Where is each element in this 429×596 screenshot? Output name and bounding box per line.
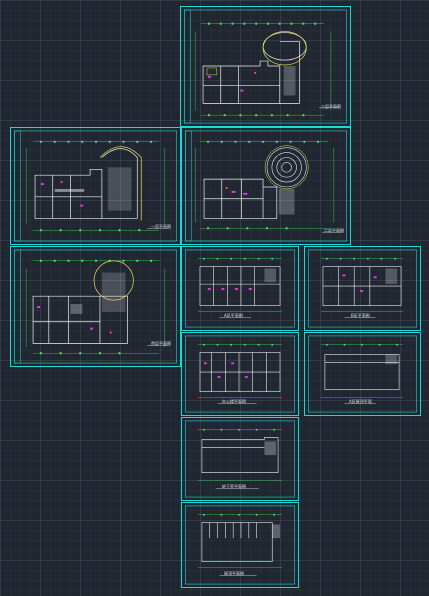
sheet-title: 一层平面图 [151, 224, 171, 229]
floor-plan-drawing [185, 505, 295, 585]
drawing-sheet-zone-a-roof[interactable]: A区屋顶平面 [304, 332, 421, 416]
floor-plan-drawing [185, 130, 347, 242]
sheet-title: 办公楼平面图 [222, 399, 246, 404]
drawing-sheet-roof[interactable]: 屋顶平面图 [181, 502, 299, 588]
sheet-title: 首层平面图 [151, 341, 171, 346]
floor-plan-drawing [308, 249, 417, 328]
drawing-sheet-ground-floor[interactable]: 首层平面图 [10, 246, 181, 367]
sheet-title: A区屋顶平面 [349, 399, 372, 404]
drawing-sheet-third-floor[interactable]: 三层平面图 [180, 6, 351, 127]
sheet-title: 地下室平面图 [222, 484, 246, 489]
drawing-sheet-zone-b[interactable]: B区平面图 [304, 246, 421, 331]
sheet-title: 屋顶平面图 [224, 571, 244, 576]
drawing-sheet-first-floor[interactable]: 一层平面图 [10, 127, 181, 245]
sheet-title: 二层平面图 [324, 228, 344, 233]
floor-plan-drawing [14, 249, 177, 364]
floor-plan-drawing [14, 130, 177, 242]
sheet-title: 三层平面图 [321, 104, 341, 109]
floor-plan-drawing [185, 249, 295, 328]
floor-plan-drawing [185, 420, 295, 498]
drawing-sheet-zone-a[interactable]: A区平面图 [181, 246, 299, 331]
sheet-title: A区平面图 [224, 313, 243, 318]
drawing-sheet-basement[interactable]: 地下室平面图 [181, 417, 299, 501]
floor-plan-drawing [185, 335, 295, 413]
floor-plan-drawing [308, 335, 417, 413]
drawing-sheet-office[interactable]: 办公楼平面图 [181, 332, 299, 416]
floor-plan-drawing [184, 9, 347, 124]
drawing-sheet-second-floor[interactable]: 二层平面图 [181, 127, 351, 245]
sheet-title: B区平面图 [351, 313, 370, 318]
